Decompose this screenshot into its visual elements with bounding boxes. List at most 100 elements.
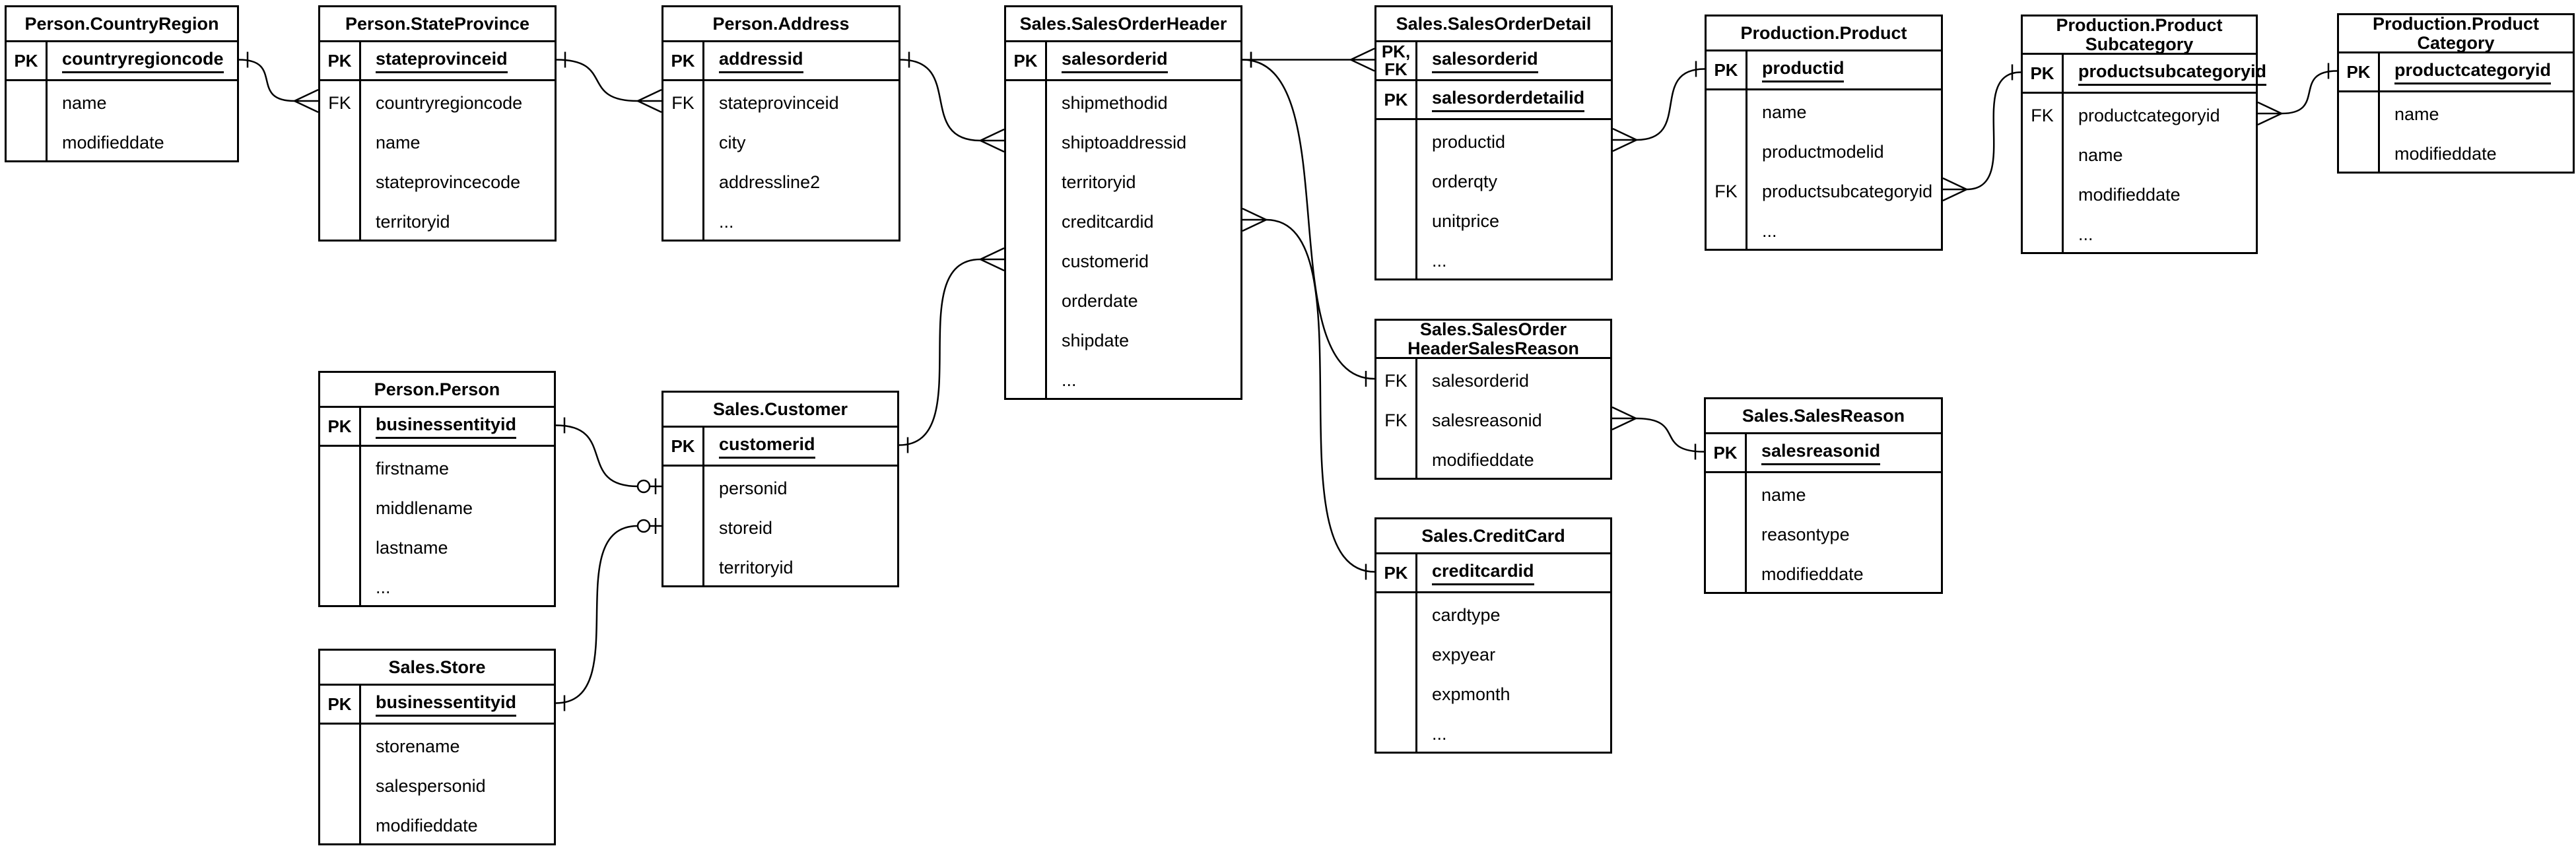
key-field-name: salesorderid — [1062, 49, 1168, 73]
fk-label: FK — [671, 92, 695, 113]
key-field-name: customerid — [719, 434, 815, 459]
field-name: name — [1761, 484, 1806, 505]
field-name: reasontype — [1761, 524, 1850, 544]
field-name: name — [62, 92, 107, 113]
key-field: salesreasonid — [1747, 434, 1941, 471]
fk-label: FK — [1384, 370, 1407, 391]
key-field-name: productcategoryid — [2394, 60, 2552, 84]
key-field: productid — [1747, 51, 1941, 88]
field-name: addressline2 — [719, 172, 821, 192]
key-field-name: businessentityid — [376, 414, 517, 439]
wire-segment — [555, 525, 638, 704]
key-gutter: FK — [2023, 94, 2064, 254]
entity-title-line: Production.Product — [2056, 15, 2223, 35]
field-name: storename — [376, 736, 460, 756]
key-field-name: countryregioncode — [62, 49, 224, 73]
entity-title: Sales.CreditCard — [1376, 519, 1610, 554]
key-field-name: businessentityid — [376, 692, 517, 717]
field-name: salespersonid — [376, 775, 486, 796]
field-name: name — [1762, 102, 1807, 122]
key-field-name: salesreasonid — [1761, 441, 1881, 465]
field-name: modifieddate — [62, 132, 164, 152]
entity-title-line: Production.Product — [2373, 13, 2539, 34]
entity-title: Sales.SalesOrderHeader — [1006, 7, 1240, 42]
field-name: personid — [719, 478, 788, 498]
entity-title-line: Sales.SalesOrder — [1419, 319, 1567, 339]
key-row: PK salesorderid — [1006, 42, 1240, 81]
wire-segment — [898, 258, 981, 446]
key-field: salesorderid — [1047, 42, 1240, 79]
wire-segment — [555, 424, 638, 488]
key-label: PK — [1006, 42, 1047, 79]
key-field: salesorderdetailid — [1417, 81, 1611, 118]
key-gutter: FK — [320, 81, 361, 242]
key-gutter — [1376, 120, 1417, 280]
field-name: customerid — [1062, 251, 1149, 271]
wire-segment — [900, 59, 981, 142]
key-label: PK — [1707, 51, 1747, 88]
field-name: territoryid — [376, 211, 450, 232]
wire-segment — [980, 128, 1005, 153]
entity-title-line: Sales.SalesOrderDetail — [1396, 13, 1592, 34]
key-field: businessentityid — [361, 408, 554, 445]
wire-segment — [2257, 101, 2282, 126]
fk-label: FK — [1714, 181, 1738, 201]
entity-title-line: Category — [2417, 32, 2495, 53]
entity-title-line: Sales.SalesOrderHeader — [1019, 13, 1227, 34]
field-name: shiptoaddressid — [1062, 132, 1187, 152]
field-name: expmonth — [1432, 684, 1510, 704]
key-field: customerid — [704, 428, 897, 465]
key-field: creditcardid — [1417, 554, 1610, 591]
key-gutter — [1006, 81, 1047, 400]
key-gutter — [2339, 92, 2380, 174]
wire-segment — [1966, 71, 2021, 191]
wire-segment — [294, 88, 319, 114]
field-list: name modifieddate — [48, 81, 237, 162]
entity-title-line: Sales.Customer — [712, 399, 848, 419]
key-gutter — [7, 81, 48, 162]
wire-segment — [2281, 70, 2338, 115]
key-gutter — [1706, 473, 1747, 594]
field-name: middlename — [376, 498, 473, 518]
field-name: ... — [1432, 250, 1447, 271]
field-name: ... — [1062, 370, 1077, 390]
entity-title: Person.StateProvince — [320, 7, 555, 42]
key-field: productsubcategoryid — [2064, 55, 2267, 92]
field-name: firstname — [376, 458, 450, 478]
key-field: productcategoryid — [2380, 53, 2573, 90]
entity-title-line: Person.CountryRegion — [24, 13, 219, 34]
wire-segment — [556, 59, 638, 102]
wire-segment — [1350, 48, 1375, 72]
field-name: stateprovinceid — [719, 92, 839, 113]
field-name: shipmethodid — [1062, 92, 1168, 113]
key-field-name: productsubcategoryid — [2078, 61, 2267, 86]
key-label: PK — [1376, 81, 1417, 118]
